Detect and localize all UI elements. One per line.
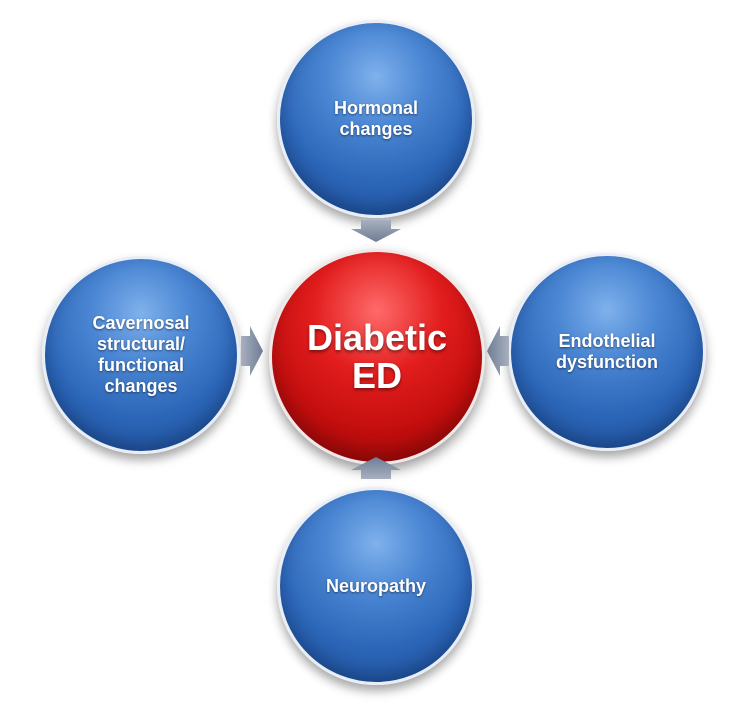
arrow-right-icon bbox=[241, 326, 263, 376]
node-cavernosal-changes-label: Cavernosal structural/ functional change… bbox=[92, 313, 190, 396]
arrow-left-icon bbox=[487, 326, 509, 376]
node-neuropathy: Neuropathy bbox=[277, 487, 475, 685]
node-endothelial-dysfunction-label: Endothelial dysfunction bbox=[556, 331, 658, 372]
node-hormonal-changes-label: Hormonal changes bbox=[333, 98, 418, 139]
arrow-up-icon bbox=[351, 457, 401, 479]
arrow-down-icon bbox=[351, 220, 401, 242]
center-diabetic-ed: Diabetic ED bbox=[269, 249, 485, 465]
center-diabetic-ed-label: Diabetic ED bbox=[306, 317, 448, 396]
node-endothelial-dysfunction: Endothelial dysfunction bbox=[508, 253, 706, 451]
node-neuropathy-label: Neuropathy bbox=[325, 575, 426, 596]
node-cavernosal-changes: Cavernosal structural/ functional change… bbox=[42, 256, 240, 454]
node-hormonal-changes: Hormonal changes bbox=[277, 20, 475, 218]
